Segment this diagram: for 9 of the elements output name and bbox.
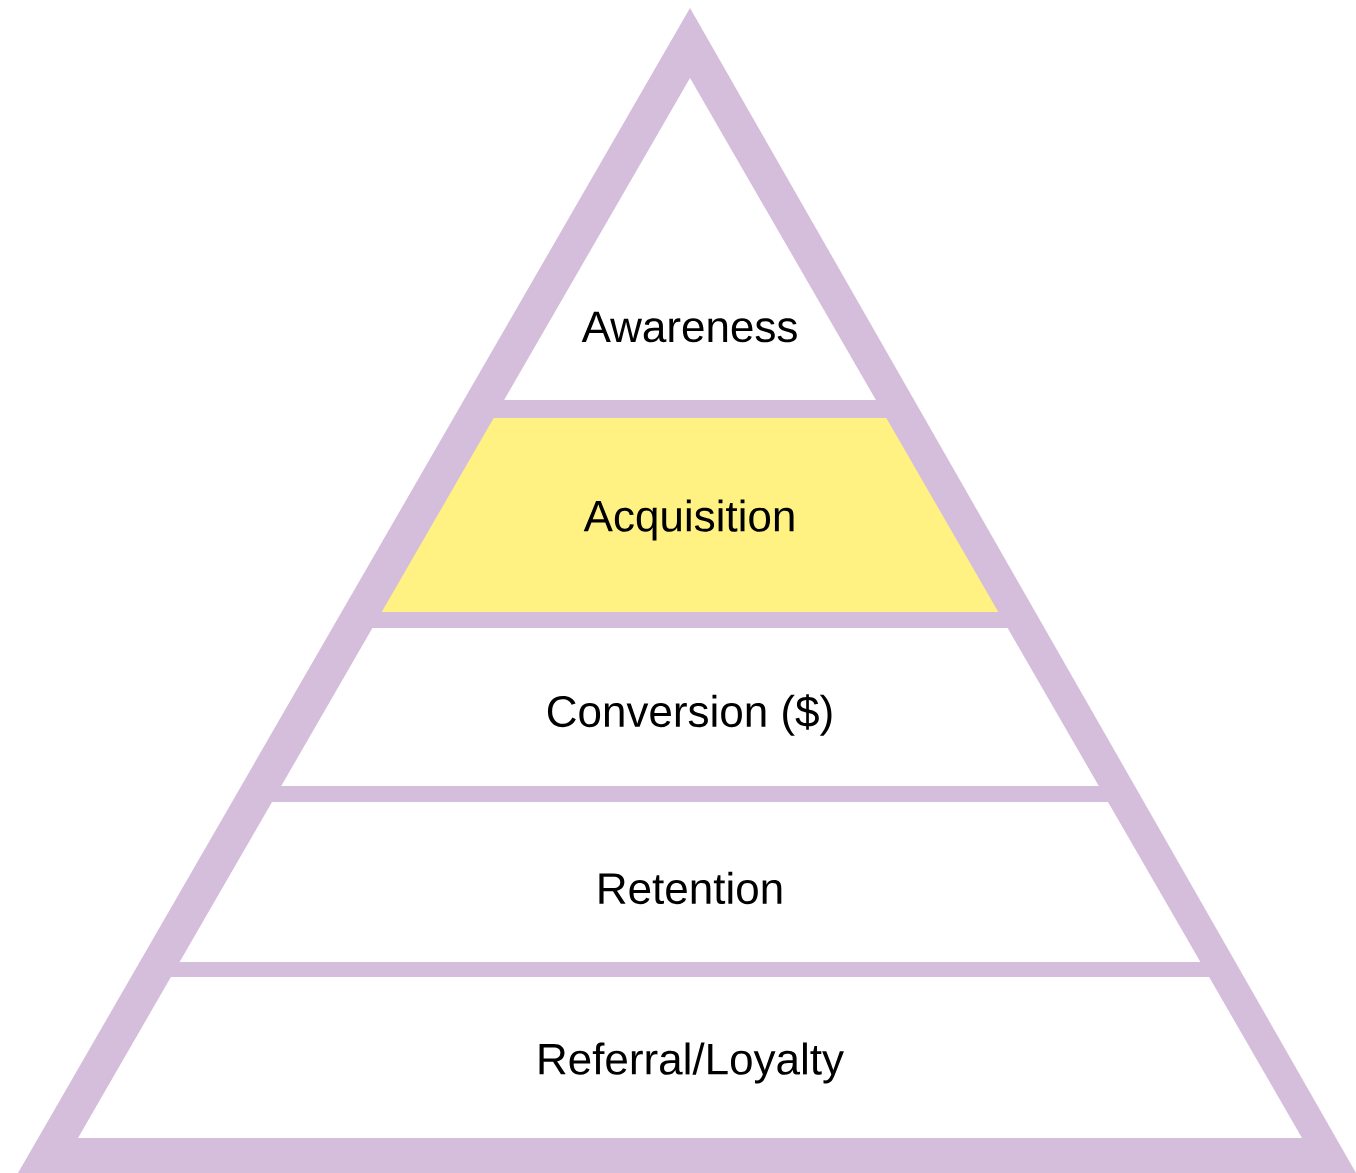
- node-label: Referral/Loyalty: [539, 1042, 844, 1084]
- pyramid-tier: Referral/Loyalty: [78, 977, 1302, 1138]
- pyramid-tier: Acquisition: [381, 418, 999, 612]
- node-label: Retention: [599, 871, 782, 905]
- node-label: Conversion ($): [547, 694, 832, 736]
- pyramid-tier: Awareness: [504, 78, 876, 400]
- node-label: Awareness: [581, 311, 797, 343]
- pyramid-tier: Retention: [179, 802, 1201, 962]
- pyramid-tier: Conversion ($): [281, 628, 1099, 786]
